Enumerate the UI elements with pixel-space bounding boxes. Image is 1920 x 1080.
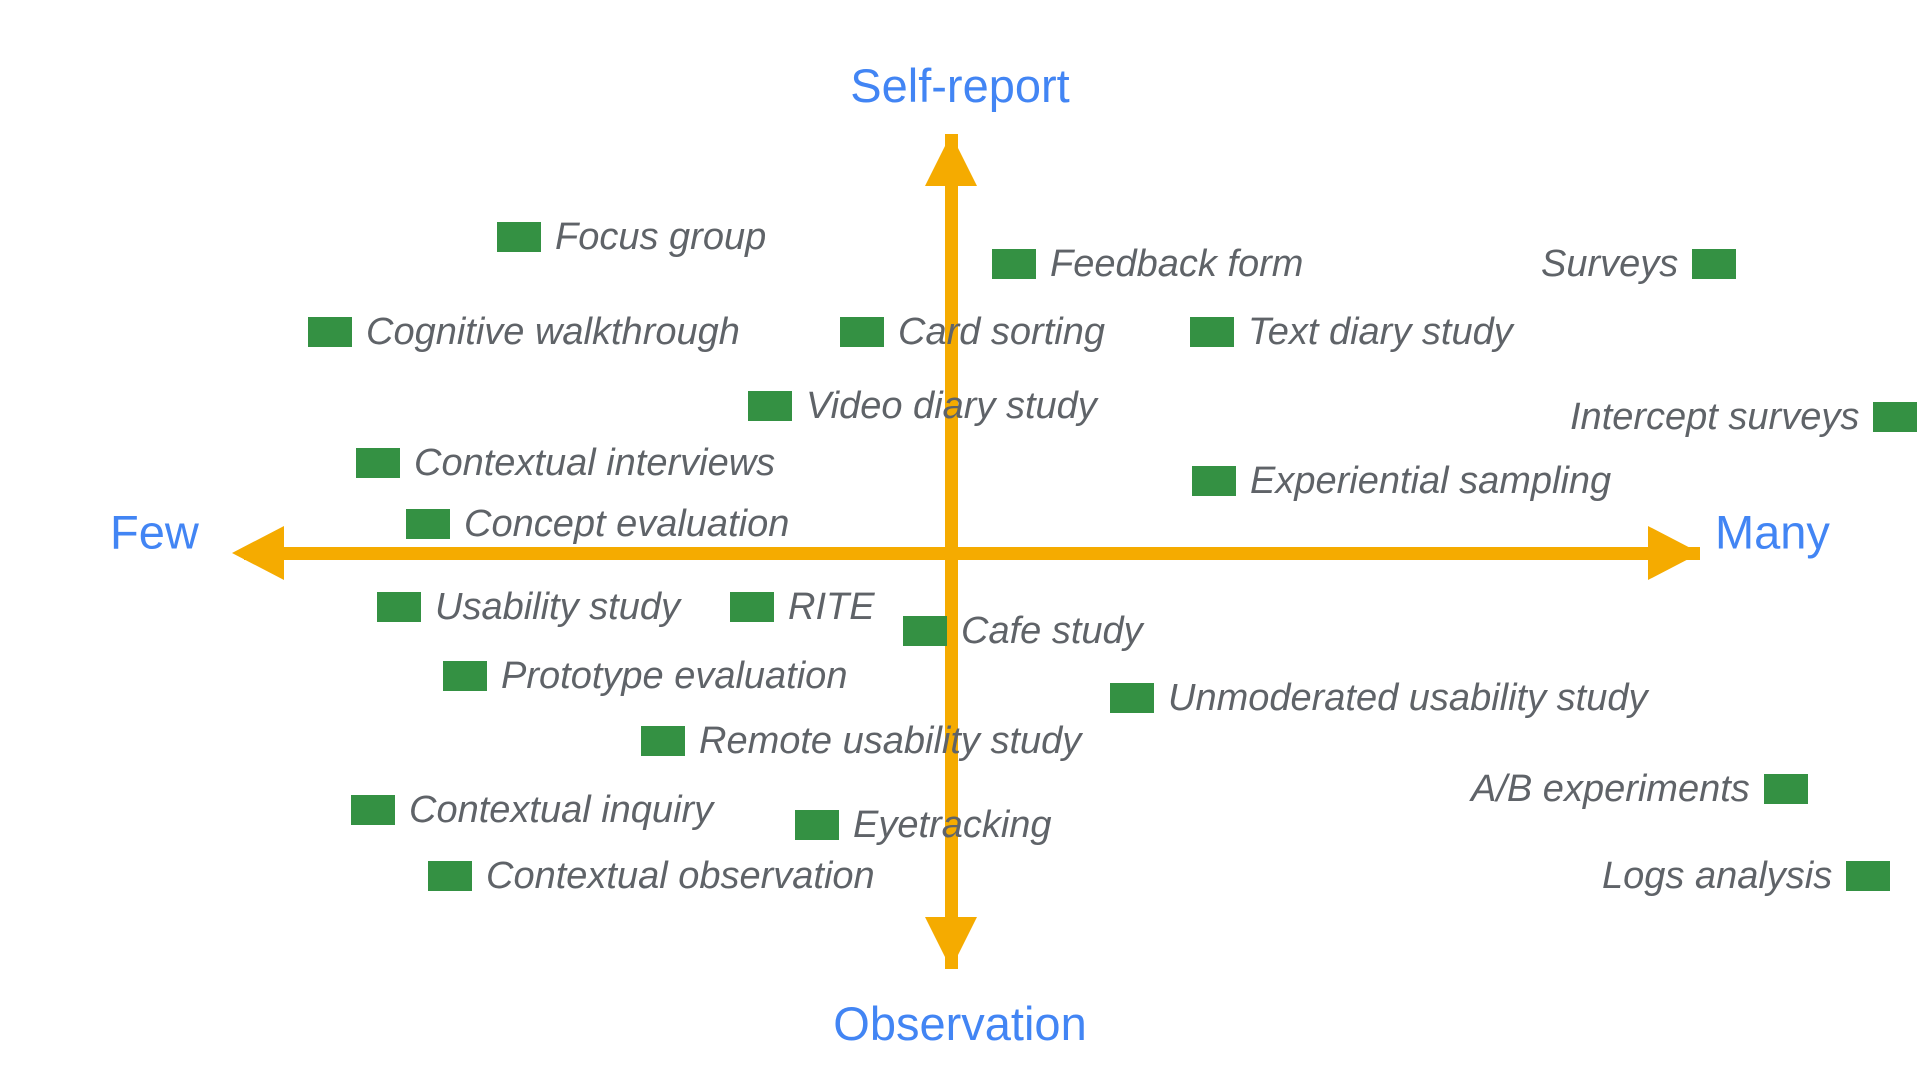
method-marker-square [356,448,400,478]
method-item[interactable]: Surveys [1541,243,1737,285]
method-label: Contextual observation [486,855,875,897]
method-item[interactable]: Contextual observation [428,857,875,895]
method-label: Feedback form [1050,243,1304,285]
method-item[interactable]: Prototype evaluation [443,657,847,695]
method-marker-square [351,795,395,825]
method-label: Cafe study [961,610,1143,652]
method-marker-square [903,616,947,646]
method-marker-square [992,249,1036,279]
vertical-axis-line [945,134,958,969]
method-marker-square [377,592,421,622]
method-label: Intercept surveys [1570,396,1860,438]
method-label: Focus group [555,216,767,258]
method-marker-square [1846,861,1891,891]
arrow-down-icon [925,917,977,969]
horizontal-axis-line [244,547,1700,560]
method-item[interactable]: Video diary study [748,387,1097,425]
method-item[interactable]: Intercept surveys [1570,396,1918,438]
method-label: Prototype evaluation [501,655,848,697]
method-marker-square [1190,317,1234,347]
method-item[interactable]: Unmoderated usability study [1110,679,1647,717]
method-marker-square [443,661,487,691]
axis-label-bottom: Observation [833,997,1087,1050]
method-item[interactable]: RITE [730,588,875,626]
method-label: Cognitive walkthrough [366,311,740,353]
method-marker-square [730,592,774,622]
method-item[interactable]: Feedback form [992,245,1303,283]
method-marker-square [795,810,839,840]
method-marker-square [406,509,450,539]
method-label: Contextual interviews [414,442,776,484]
method-marker-square [1763,774,1808,804]
method-marker-square [840,317,884,347]
method-marker-square [428,861,472,891]
method-marker-square [1192,466,1236,496]
arrow-left-icon [232,526,284,580]
axis-label-top: Self-report [850,59,1070,112]
method-item[interactable]: Eyetracking [795,806,1052,844]
method-marker-square [1873,402,1918,432]
method-item[interactable]: Cognitive walkthrough [308,313,740,351]
method-item[interactable]: Contextual interviews [356,444,775,482]
method-label: RITE [788,586,875,628]
method-item[interactable]: Text diary study [1190,313,1513,351]
method-item[interactable]: Focus group [497,218,766,256]
method-marker-square [308,317,352,347]
method-label: Experiential sampling [1250,460,1612,502]
axis-label-right: Many [1715,505,1830,559]
axis-label-left: Few [110,505,199,559]
method-label: Remote usability study [699,720,1082,762]
method-item[interactable]: Remote usability study [641,722,1081,760]
arrow-up-icon [925,134,977,186]
method-marker-square [497,222,541,252]
method-label: Surveys [1541,243,1679,285]
method-item[interactable]: Logs analysis [1602,855,1891,897]
method-item[interactable]: A/B experiments [1471,770,1808,808]
method-item[interactable]: Card sorting [840,313,1105,351]
method-label: Video diary study [806,385,1097,427]
method-marker-square [1110,683,1154,713]
method-label: Contextual inquiry [409,789,714,831]
method-marker-square [748,391,792,421]
method-item[interactable]: Concept evaluation [406,505,789,543]
method-label: Text diary study [1248,311,1513,353]
method-marker-square [1692,249,1737,279]
method-item[interactable]: Contextual inquiry [351,791,713,829]
method-label: Eyetracking [853,804,1052,846]
arrow-right-icon [1648,526,1700,580]
method-item[interactable]: Experiential sampling [1192,462,1611,500]
method-label: Usability study [435,586,680,628]
method-label: Logs analysis [1602,855,1833,897]
method-label: Unmoderated usability study [1168,677,1648,719]
method-item[interactable]: Cafe study [903,612,1143,650]
method-label: A/B experiments [1471,768,1750,810]
method-marker-square [641,726,685,756]
method-item[interactable]: Usability study [377,588,680,626]
method-label: Card sorting [898,311,1105,353]
method-label: Concept evaluation [464,503,790,545]
